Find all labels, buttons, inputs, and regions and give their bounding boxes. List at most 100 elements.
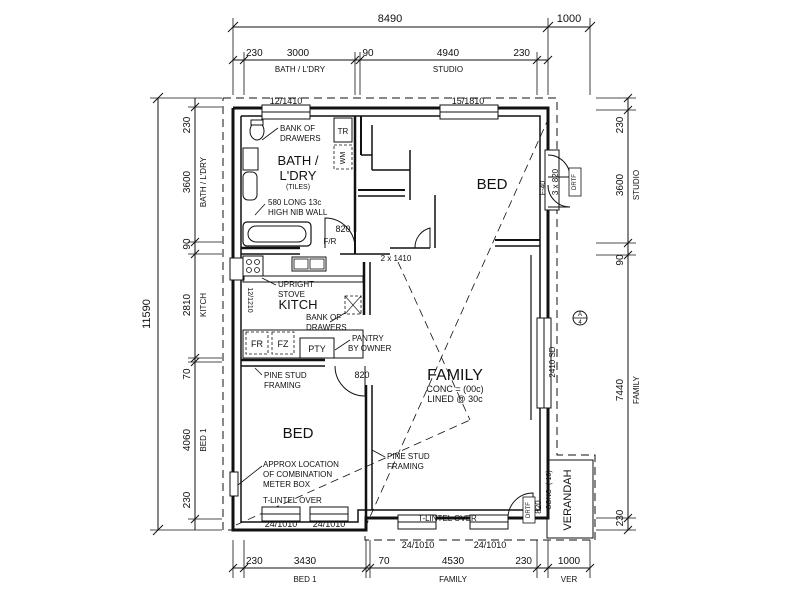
- dim-top-zone-right: STUDIO: [433, 65, 463, 74]
- window-label-kitchen: 2 x 1410: [381, 254, 412, 263]
- dim-top-4: 230: [513, 48, 530, 59]
- dim-top-overall: 8490: [378, 13, 402, 25]
- note-meter-2: OF COMBINATION: [263, 470, 332, 479]
- room-verandah-conc: CONC=(-10): [546, 470, 553, 509]
- note-lintel-bed: T-LINTEL OVER: [263, 496, 322, 505]
- dim-left-zone-bed: BED 1: [199, 428, 208, 452]
- left-dimensions: 11590 230 3600 90 2810 70 4060 230 BATH …: [141, 92, 222, 536]
- room-verandah: VERANDAH: [562, 469, 574, 530]
- door-label-bed1: 820: [354, 370, 369, 380]
- window-label-top-right: 15/1810: [452, 96, 485, 106]
- fixtures: TR WM FR FZ PTY DRTF: [229, 117, 594, 539]
- note-pine-right-2: FRAMING: [387, 462, 424, 471]
- dim-left-3: 2810: [182, 293, 193, 316]
- window-label-sliding-door: 2410 SD: [548, 346, 557, 377]
- fixture-pty: PTY: [308, 344, 326, 354]
- note-pantry-1: PANTRY: [352, 334, 384, 343]
- dim-top-zone-left: BATH / L'DRY: [275, 65, 326, 74]
- dim-right-2: 90: [615, 254, 626, 266]
- fixture-fr: FR: [251, 339, 263, 349]
- room-family-conc: CONC = (00c): [426, 384, 483, 394]
- dim-top-3: 4940: [437, 48, 460, 59]
- dim-top-2: 90: [362, 48, 374, 59]
- window-label-bed-bottom-1: 24/1010: [265, 519, 298, 529]
- note-stove-1: UPRIGHT: [278, 280, 314, 289]
- dim-bottom-0: 230: [246, 556, 263, 567]
- window-label-bed-bottom-2: 24/1010: [313, 519, 346, 529]
- room-family-lined: LINED @ 30c: [427, 394, 483, 404]
- note-nib-wall-1: 580 LONG 13c: [268, 198, 321, 207]
- dim-bottom-3: 4530: [442, 556, 465, 567]
- note-bank-drawers-top-1: BANK OF: [280, 124, 315, 133]
- note-bank-drawers-k-2: DRAWERS: [306, 323, 347, 332]
- window-label-family-bottom-2: 24/1010: [474, 540, 507, 550]
- doors: [324, 154, 571, 519]
- dim-left-overall: 11590: [141, 299, 153, 329]
- bottom-dimensions: 230 3430 70 4530 230 1000 BED 1 FAMILY V…: [228, 540, 595, 584]
- room-kitch: KITCH: [279, 297, 318, 312]
- dim-right-3: 7440: [615, 378, 626, 401]
- dim-bottom-5: 1000: [558, 556, 581, 567]
- dim-top-1: 3000: [287, 48, 310, 59]
- dim-bottom-4: 230: [515, 556, 532, 567]
- fixture-drtf-top: DRTF: [572, 174, 578, 190]
- window-label-family-bottom-1: 24/1010: [402, 540, 435, 550]
- note-meter-3: METER BOX: [263, 480, 311, 489]
- dim-right-0: 230: [615, 116, 626, 133]
- fixture-drtf-bottom: DRTF: [526, 502, 532, 518]
- dim-left-zone-kitch: KITCH: [199, 293, 208, 317]
- note-pantry-2: BY OWNER: [348, 344, 392, 353]
- door-label-bath: 820: [335, 224, 350, 234]
- dim-bottom-1: 3430: [294, 556, 317, 567]
- room-bath: BATH /: [278, 153, 319, 168]
- note-pine-left-1: PINE STUD: [264, 371, 307, 380]
- note-pine-right-1: PINE STUD: [387, 452, 430, 461]
- door-label-verandah: 820: [534, 500, 543, 514]
- window-label-kitch-side: 12/1210: [246, 287, 253, 312]
- fixture-tr: TR: [338, 127, 349, 136]
- top-dimensions: 8490 1000 230 3000 90 4940 230 BATH / L'…: [227, 13, 596, 95]
- note-pine-left-2: FRAMING: [264, 381, 301, 390]
- window-label-bed-side: 3 x 820: [551, 168, 560, 195]
- dim-right-zone-family: FAMILY: [632, 375, 641, 404]
- right-dimensions: 230 3600 90 7440 230 STUDIO FAMILY: [596, 93, 641, 535]
- dim-left-4: 70: [182, 368, 193, 380]
- dim-left-6: 230: [182, 491, 193, 508]
- note-bank-drawers-k-1: BANK OF: [306, 313, 341, 322]
- dim-bottom-zone-family: FAMILY: [439, 575, 468, 584]
- internal-walls: [241, 116, 540, 518]
- room-ldry: L'DRY: [280, 168, 317, 183]
- note-bank-drawers-top-2: DRAWERS: [280, 134, 321, 143]
- note-fl40: F-40: [540, 181, 547, 196]
- window-label-top-left: 12/1410: [270, 96, 303, 106]
- opening-labels: 12/1410 15/1810 2 x 1410 12/1210 24/1010…: [246, 96, 560, 550]
- section-marker-top: A: [578, 312, 582, 318]
- dim-left-1: 3600: [182, 170, 193, 193]
- dim-bottom-zone-bed: BED 1: [293, 575, 317, 584]
- section-marker-bottom: 4: [578, 320, 582, 326]
- room-bed-top: BED: [477, 176, 508, 193]
- fixture-fz: FZ: [278, 339, 289, 349]
- dim-right-zone-studio: STUDIO: [632, 170, 641, 200]
- dim-bottom-2: 70: [378, 556, 390, 567]
- fixture-wm: WM: [340, 152, 347, 165]
- room-labels: BATH / L'DRY (TILES) BED KITCH FAMILY CO…: [278, 153, 574, 531]
- dim-left-2: 90: [182, 238, 193, 250]
- dim-left-5: 4060: [182, 428, 193, 451]
- dim-right-4: 230: [615, 509, 626, 526]
- note-nib-wall-2: HIGH NIB WALL: [268, 208, 328, 217]
- notes: BANK OF DRAWERS 580 LONG 13c HIGH NIB WA…: [237, 124, 547, 523]
- note-meter-1: APPROX LOCATION: [263, 460, 339, 469]
- dim-right-1: 3600: [615, 173, 626, 196]
- dim-top-0: 230: [246, 48, 263, 59]
- room-bath-tiles: (TILES): [286, 184, 310, 191]
- note-lintel-family: T-LINTEL OVER: [418, 514, 477, 523]
- dim-left-0: 230: [182, 116, 193, 133]
- note-stove-2: STOVE: [278, 290, 305, 299]
- dim-bottom-zone-ver: VER: [561, 575, 578, 584]
- dim-top-overall-right: 1000: [557, 13, 581, 25]
- room-family: FAMILY: [427, 367, 483, 384]
- room-bed-bottom: BED: [283, 425, 314, 442]
- dim-left-zone-bath: BATH / L'DRY: [199, 156, 208, 207]
